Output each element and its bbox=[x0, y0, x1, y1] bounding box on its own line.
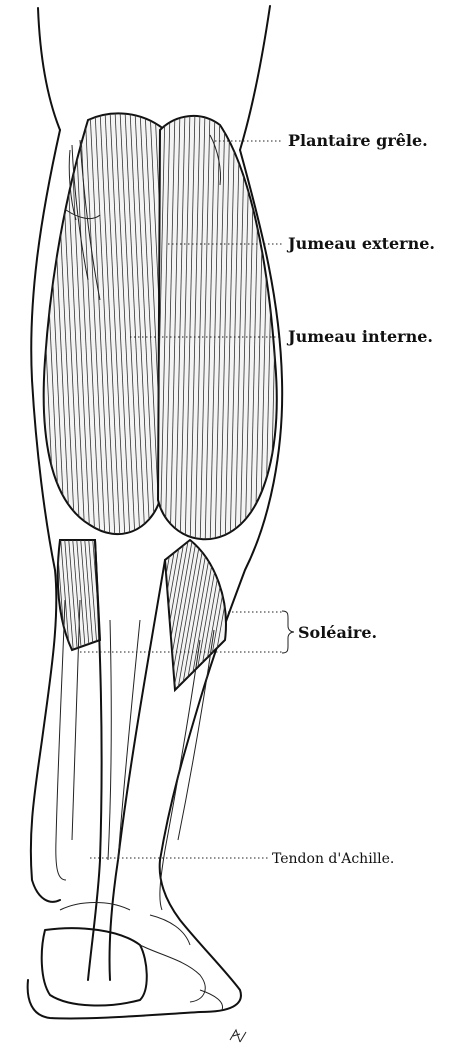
label-plantaire-grele: Plantaire grêle. bbox=[288, 131, 428, 150]
muscle-fiber-line bbox=[128, 530, 158, 700]
muscle-fiber-line bbox=[20, 110, 40, 540]
muscle-fiber-line bbox=[136, 530, 166, 700]
muscle-fiber-line bbox=[100, 530, 110, 660]
label-tendon-achille: Tendon d'Achille. bbox=[272, 851, 394, 867]
achilles-tendon bbox=[88, 540, 165, 980]
muscle-fiber-line bbox=[132, 530, 162, 700]
muscle-fiber-line bbox=[124, 530, 154, 700]
muscle-fiber-line bbox=[25, 110, 45, 540]
muscle-fiber-line bbox=[104, 530, 114, 660]
label-jumeau-interne: Jumeau interne. bbox=[286, 327, 433, 346]
label-soleaire: Soléaire. bbox=[298, 623, 377, 642]
heel-bones bbox=[42, 903, 223, 1011]
muscle-fiber-line bbox=[44, 530, 54, 660]
label-jumeau-externe: Jumeau externe. bbox=[286, 234, 435, 253]
muscle-fiber-line bbox=[275, 110, 285, 550]
muscle-fiber-line bbox=[108, 530, 118, 660]
artist-monogram bbox=[230, 1030, 246, 1042]
muscle-fiber-line bbox=[40, 530, 50, 660]
soleaire-bracket bbox=[282, 611, 294, 653]
